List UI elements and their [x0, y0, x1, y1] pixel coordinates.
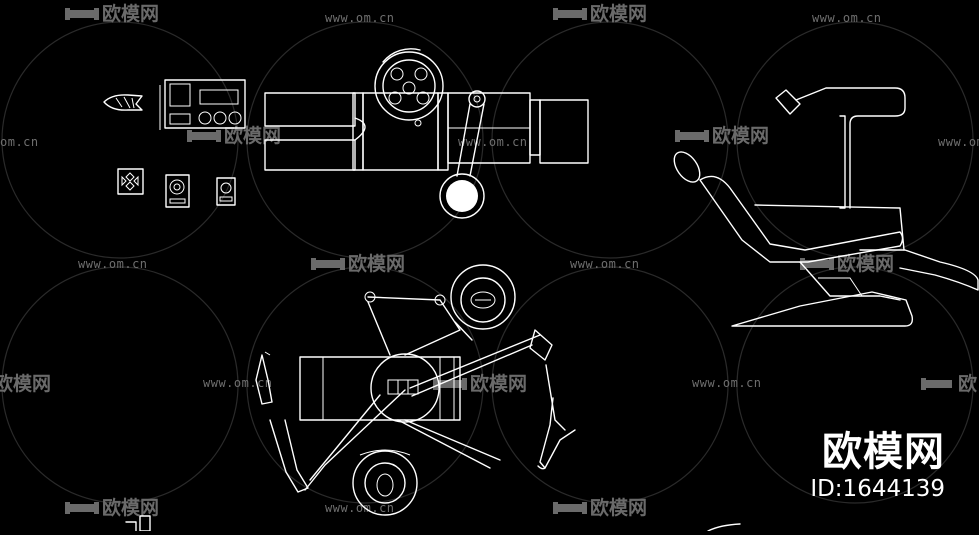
watermark-brand: 欧模网	[187, 124, 281, 147]
watermark-brand: 欧	[921, 372, 977, 395]
watermark-url: www.om.cn	[938, 135, 979, 149]
watermark-urls: www.om.cn www.om.cn om.cn www.om.cn www.…	[0, 11, 979, 515]
foot-pedal-device	[165, 174, 190, 208]
control-panel-icon	[117, 168, 144, 195]
watermark-url: www.om.cn	[692, 376, 762, 390]
watermark-brands: 欧模网 欧模网 欧模网 欧模网 欧模网	[0, 2, 977, 519]
svg-text:欧模网: 欧模网	[0, 372, 51, 395]
foot-pedal-device	[216, 177, 236, 206]
overhead-lamp-top	[450, 264, 516, 341]
watermark-url: www.om.cn	[458, 135, 528, 149]
watermark-url: www.om.cn	[325, 501, 395, 515]
sofa-logo-icon	[675, 130, 709, 142]
svg-text:欧模网: 欧模网	[102, 2, 159, 25]
svg-text:欧模网: 欧模网	[470, 372, 527, 395]
watermark-url: www.om.cn	[570, 257, 640, 271]
watermark-brand: 欧模网	[65, 2, 159, 25]
brand-stamp-title: 欧模网	[822, 429, 945, 475]
lamp-arm-plan	[439, 90, 486, 219]
sofa-logo-icon	[921, 378, 952, 390]
watermark-url: om.cn	[0, 135, 39, 149]
watermark-brand: 欧模网	[0, 372, 51, 395]
svg-text:欧模网: 欧模网	[837, 252, 894, 275]
sofa-logo-icon	[187, 130, 221, 142]
treatment-unit-top-view	[299, 353, 461, 423]
svg-text:欧: 欧	[958, 372, 977, 395]
sofa-logo-icon	[553, 502, 587, 514]
svg-text:欧模网: 欧模网	[590, 496, 647, 519]
svg-text:欧模网: 欧模网	[348, 252, 405, 275]
delivery-arm-bottom	[352, 419, 501, 516]
treatment-cabinet-plan	[264, 92, 589, 171]
watermark-brand: 欧模网	[65, 496, 159, 519]
watermark-brand: 欧模网	[675, 124, 769, 147]
sofa-logo-icon	[65, 8, 99, 20]
sofa-logo-icon	[311, 258, 345, 270]
delivery-arm-left	[255, 291, 461, 493]
delivery-arm-right	[409, 329, 576, 470]
watermark-url: www.om.cn	[203, 376, 273, 390]
watermark-brand: 欧模网	[433, 372, 527, 395]
sofa-logo-icon	[433, 378, 467, 390]
svg-text:欧模网: 欧模网	[224, 124, 281, 147]
watermark-url: www.om.cn	[812, 11, 882, 25]
watermark-brand: 欧模网	[553, 496, 647, 519]
sofa-logo-icon	[65, 502, 99, 514]
dental-chair-icon	[673, 87, 979, 327]
watermark-url: www.om.cn	[78, 257, 148, 271]
svg-text:欧模网: 欧模网	[590, 2, 647, 25]
watermark-circles	[1, 21, 974, 504]
control-unit-device	[159, 79, 246, 130]
watermark-url: www.om.cn	[325, 11, 395, 25]
svg-text:欧模网: 欧模网	[712, 124, 769, 147]
partial-equipment-bottom	[125, 515, 741, 532]
brand-stamp-id: ID:1644139	[810, 476, 945, 502]
instrument-tray-icon	[103, 94, 143, 111]
watermark-brand: 欧模网	[553, 2, 647, 25]
watermark-brand: 欧模网	[311, 252, 405, 275]
sofa-logo-icon	[553, 8, 587, 20]
operating-lamp-icon	[374, 48, 444, 127]
svg-text:欧模网: 欧模网	[102, 496, 159, 519]
